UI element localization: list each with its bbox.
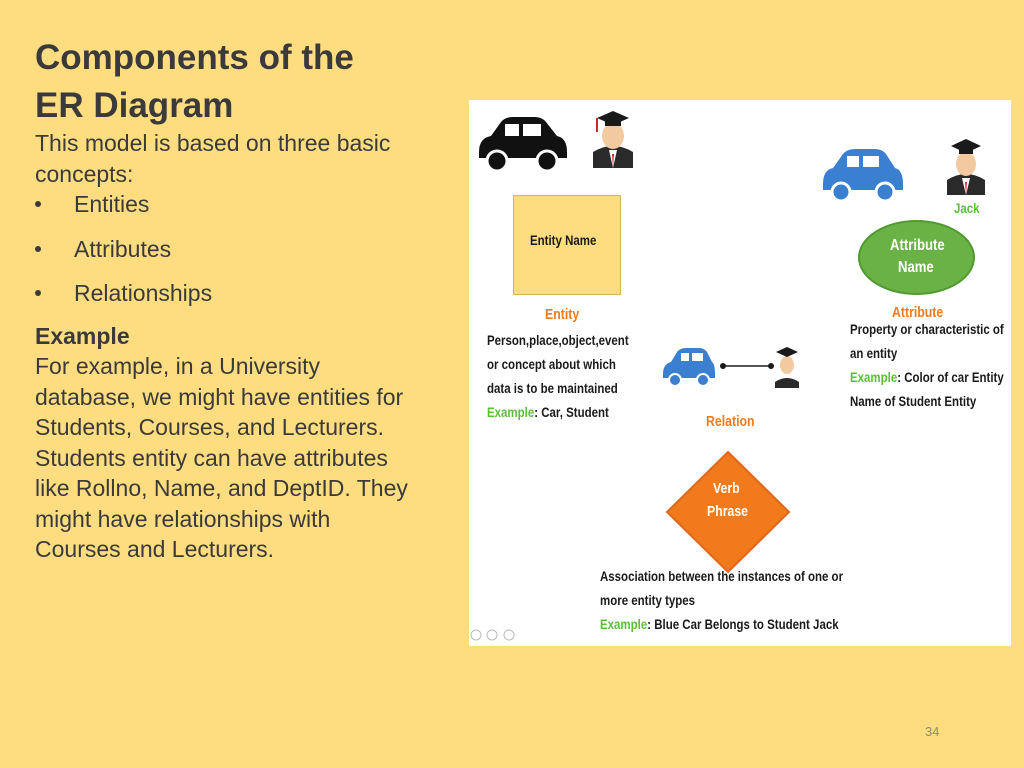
attribute-shape-line-2: Name	[898, 259, 934, 276]
attribute-desc: an entity	[850, 345, 898, 361]
student-jack-icon	[947, 139, 985, 195]
attribute-shape-line-1: Attribute	[890, 237, 945, 254]
title-line-2: ER Diagram	[35, 86, 234, 125]
relation-example: Example: Blue Car Belongs to Student Jac…	[600, 616, 839, 632]
entity-rectangle: Entity Name	[513, 195, 621, 295]
entity-box-label: Entity Name	[530, 232, 597, 248]
relation-diamond	[665, 450, 791, 574]
bullet-relationships: Relationships	[35, 278, 460, 323]
page-number: 34	[925, 724, 940, 739]
bullet-entities: Entities	[35, 189, 460, 234]
example-line: For example, in a University	[35, 353, 321, 379]
small-student-icon	[775, 347, 799, 388]
relation-heading: Relation	[706, 413, 755, 430]
slide-body: This model is based on three basic conce…	[35, 128, 460, 565]
entity-heading: Entity	[545, 306, 580, 323]
example-line: Courses and Lecturers.	[35, 536, 275, 562]
example-line: database, we might have entities for	[35, 383, 404, 410]
attribute-desc: Property or characteristic of	[850, 321, 1004, 337]
bullet-dot	[35, 201, 41, 207]
bullet-dot	[35, 290, 41, 296]
bullet-attributes: Attributes	[35, 234, 460, 279]
relation-desc: more entity types	[600, 592, 696, 608]
example-line: might have relationships with	[35, 505, 331, 532]
attribute-example-line-2: Name of Student Entity	[850, 393, 977, 409]
concept-list: Entities Attributes Relationships	[35, 189, 460, 323]
attribute-heading: Attribute	[892, 304, 944, 321]
entity-desc: data is to be maintained	[487, 380, 618, 396]
er-diagram-figure: Entity Name Entity Person,place,object,e…	[469, 100, 1011, 646]
relation-link-dot	[768, 363, 774, 369]
example-line: like Rollno, Name, and DeptID. They	[35, 475, 408, 501]
viewer-controls	[470, 629, 515, 641]
intro-line-2: concepts:	[35, 160, 134, 187]
student-icon	[593, 111, 633, 168]
relation-link-dot	[720, 363, 726, 369]
bullet-dot	[35, 245, 41, 252]
example-line: Students, Courses, and Lecturers.	[35, 414, 385, 440]
relation-shape-line-2: Phrase	[707, 503, 749, 520]
relation-desc: Association between the instances of one…	[600, 568, 844, 584]
entity-example: Example: Car, Student	[487, 404, 609, 420]
entity-desc: or concept about which	[487, 356, 616, 372]
slide-title: Components of the ER Diagram	[35, 34, 455, 130]
entity-desc: Person,place,object,event	[487, 332, 629, 348]
attribute-ellipse: Attribute Name	[858, 220, 975, 295]
example-heading: Example	[35, 322, 130, 349]
intro-line-1: This model is based on three basic	[35, 130, 391, 156]
relation-shape-line-1: Verb	[713, 480, 740, 497]
figure-graphics	[470, 111, 985, 641]
small-blue-car-icon	[663, 348, 715, 387]
title-line-1: Components of the	[35, 38, 354, 77]
attribute-example: Example: Color of car Entity	[850, 369, 1004, 385]
example-line: Students entity can have attributes	[35, 444, 388, 471]
black-car-icon	[479, 117, 567, 173]
jack-label: Jack	[954, 200, 980, 216]
blue-car-icon	[823, 149, 903, 203]
